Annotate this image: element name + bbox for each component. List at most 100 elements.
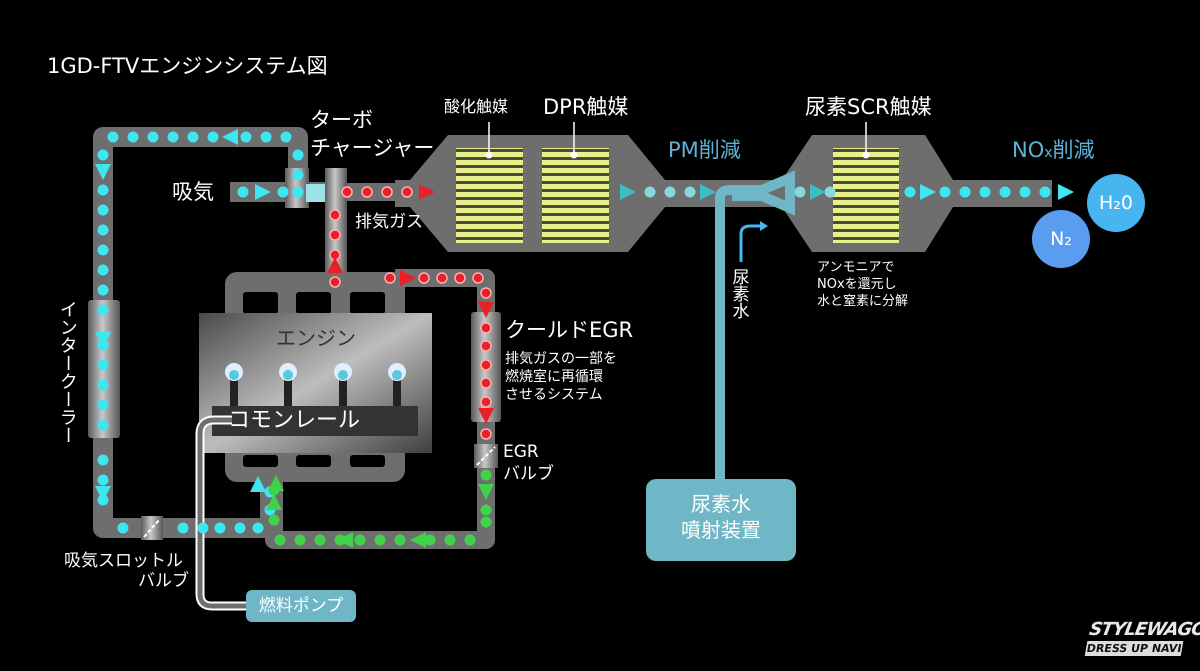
flow-dot [97, 359, 109, 371]
common-rail-bar [212, 406, 418, 436]
flow-dot [147, 131, 159, 143]
h2o-molecule: H₂0 [1087, 174, 1145, 232]
flow-dot [999, 186, 1011, 198]
flow-dot [480, 396, 492, 408]
pm-reduction-label: PM削減 [668, 138, 741, 162]
egr-valve [474, 444, 498, 468]
flow-dot [979, 186, 991, 198]
urea-pipe [715, 170, 795, 480]
stylewagon-logo: STYLEWAGON DRESS UP NAVI [1084, 619, 1200, 656]
flow-dot [480, 340, 492, 352]
turbo-label-2: チャージャー [310, 136, 435, 160]
flow-arrows [95, 129, 1074, 548]
flow-dot [97, 304, 109, 316]
egr-note: 排気ガスの一部を燃焼室に再循環させるシステム [505, 351, 617, 404]
flow-dot [97, 399, 109, 411]
flow-dot [904, 186, 916, 198]
flow-dot [424, 534, 436, 546]
flow-arrow [419, 184, 435, 200]
flow-dot [480, 469, 492, 481]
flow-arrow [478, 302, 494, 318]
flow-dot [480, 322, 492, 334]
throttle-valve-label-1: 吸気スロットル [64, 551, 183, 571]
flow-dot [97, 419, 109, 431]
flow-dot [1019, 186, 1031, 198]
cooled-egr-label: クールドEGR [505, 318, 634, 342]
flow-dot [294, 534, 306, 546]
flow-dot [329, 209, 341, 221]
urea-water-label: 尿素水 [728, 268, 749, 319]
flow-dot [354, 534, 366, 546]
flow-dot [277, 186, 289, 198]
flow-dot [292, 186, 304, 198]
flow-dot [436, 272, 448, 284]
flow-dot [177, 522, 189, 534]
flow-dot [329, 229, 341, 241]
flow-dot [384, 272, 396, 284]
flow-dot [207, 131, 219, 143]
page-title: 1GD-FTVエンジンシステム図 [47, 54, 328, 78]
flow-arrow [337, 532, 353, 548]
oxidation-catalyst-element [456, 148, 523, 243]
flow-dot [97, 224, 109, 236]
egr-valve-label-1: EGR [503, 442, 539, 462]
flow-dot [374, 534, 386, 546]
flow-dot [280, 131, 292, 143]
flow-arrow [810, 184, 826, 200]
flow-arrow [250, 476, 266, 492]
dpr-catalyst-label: DPR触媒 [543, 95, 629, 119]
flow-dot [480, 287, 492, 299]
flow-arrow [478, 484, 494, 500]
flow-dot [214, 522, 226, 534]
flow-dot [260, 131, 272, 143]
flow-arrow [268, 475, 284, 491]
flow-dot [684, 186, 696, 198]
exhaust-gas-label: 排気ガス [355, 212, 423, 232]
scr-catalyst-label: 尿素SCR触媒 [805, 95, 932, 119]
common-rail-label: コモンレール [228, 408, 361, 433]
flow-dot [454, 272, 466, 284]
scr-catalyst-element [833, 148, 899, 243]
flow-arrow [700, 184, 716, 200]
flow-dot [97, 379, 109, 391]
flow-arrow [920, 184, 936, 200]
flow-dot [292, 169, 304, 181]
turbo-label-1: ターボ [310, 108, 373, 132]
flow-dot [252, 522, 264, 534]
flow-dot [97, 184, 109, 196]
flow-dot [314, 534, 326, 546]
flow-dot [237, 186, 249, 198]
urea-injector-box: 尿素水噴射装置 [646, 479, 796, 561]
flow-dot [197, 522, 209, 534]
throttle-valve [141, 516, 163, 540]
flow-arrow [222, 129, 238, 145]
flow-dot [127, 131, 139, 143]
flow-arrow [620, 184, 636, 200]
flow-arrow [410, 532, 426, 548]
turbo-shaft [306, 184, 328, 202]
flow-dot [234, 522, 246, 534]
engine-label: エンジン [276, 326, 356, 350]
flow-dot [268, 514, 280, 526]
flow-arrow [478, 408, 494, 424]
flow-dot [418, 272, 430, 284]
flow-dot [480, 377, 492, 389]
nox-reduction-label: NOx削減 [1012, 138, 1095, 162]
flow-dot [480, 428, 492, 440]
flow-dot [97, 474, 109, 486]
flow-arrow [95, 332, 111, 348]
throttle-valve-label-2: バルブ [138, 571, 189, 591]
flow-dot [939, 186, 951, 198]
n2-molecule: N₂ [1032, 210, 1090, 268]
flow-dot [794, 186, 806, 198]
flow-dot [480, 504, 492, 516]
intake-label: 吸気 [172, 180, 214, 204]
flow-arrow [255, 184, 271, 200]
flow-dot [959, 186, 971, 198]
flow-arrow [327, 257, 343, 273]
flow-dot [1039, 186, 1051, 198]
flow-dot [97, 244, 109, 256]
flow-dot [97, 204, 109, 216]
